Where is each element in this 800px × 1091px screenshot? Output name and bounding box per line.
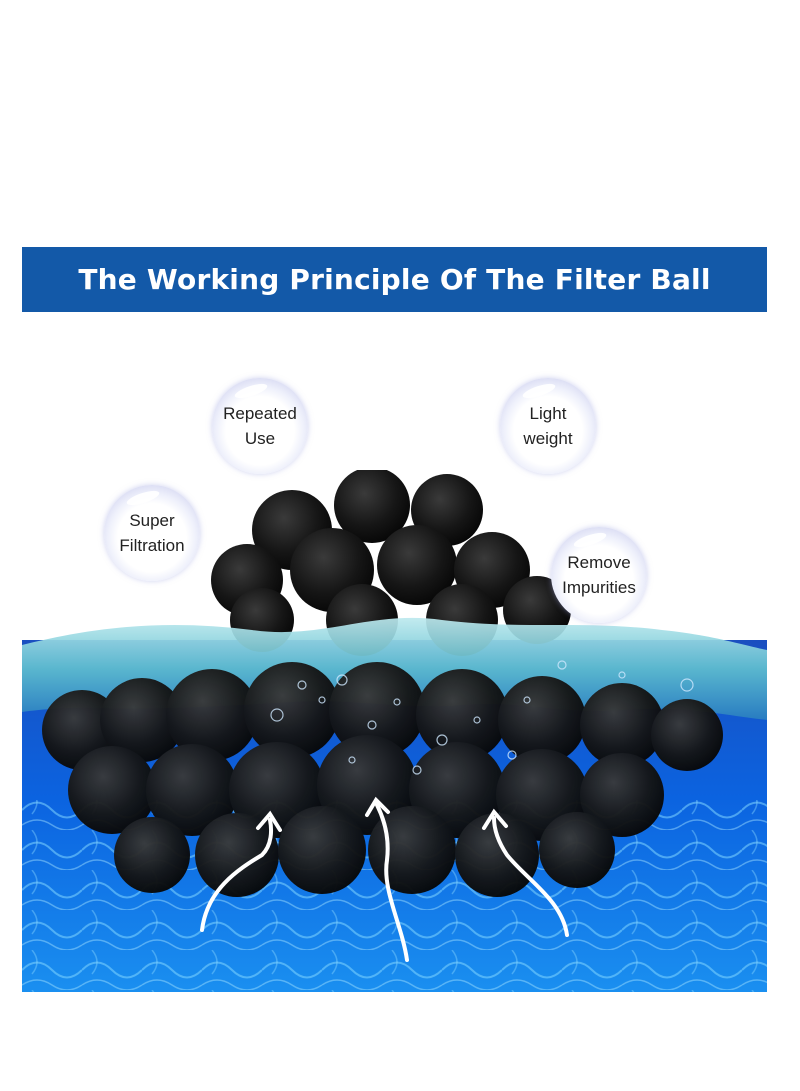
banner-title: The Working Principle Of The Filter Ball: [78, 263, 711, 296]
title-banner: The Working Principle Of The Filter Ball: [22, 247, 767, 312]
feature-bubble-super-filtration: Super Filtration: [104, 485, 200, 581]
feature-label: Light weight: [523, 404, 573, 448]
feature-bubble-remove-impurities: Remove Impurities: [551, 527, 647, 623]
filter-balls-top: [211, 470, 571, 656]
feature-bubble-repeated-use: Repeated Use: [212, 378, 308, 474]
filter-balls-underwater: [42, 662, 723, 897]
air-bubbles: [270, 660, 694, 775]
filter-ball-illustration: [22, 470, 767, 992]
feature-label: Repeated Use: [223, 404, 297, 448]
feature-label: Super Filtration: [119, 511, 185, 555]
upward-flow-arrows: [200, 796, 569, 962]
feature-label: Remove Impurities: [562, 553, 636, 597]
feature-bubble-light-weight: Light weight: [500, 378, 596, 474]
